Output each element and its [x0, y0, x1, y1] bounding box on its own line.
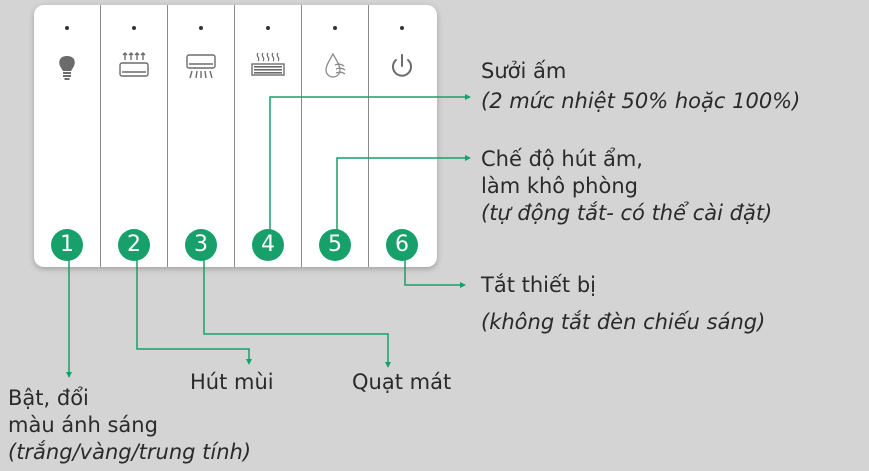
label-light-detail: (trắng/vàng/trung tính): [8, 440, 252, 464]
label-heating-title: Sưởi ấm: [481, 59, 567, 83]
arrowhead: [465, 155, 471, 161]
button-cool-fan[interactable]: 3: [168, 5, 235, 267]
heater-icon: [251, 52, 285, 76]
callout-line-2: [136, 255, 250, 359]
label-heating-detail: (2 mức nhiệt 50% hoặc 100%): [481, 89, 801, 113]
label-light-title: Bật, đổi: [8, 386, 89, 410]
arrowhead: [66, 372, 72, 378]
button-exhaust[interactable]: 2: [101, 5, 168, 267]
callout-line-6: [404, 255, 460, 286]
dehumidify-icon: [325, 52, 346, 78]
callout-line-4: [269, 96, 465, 232]
label-light: Bật, đổi màu ánh sáng (trắng/vàng/trung …: [8, 385, 251, 466]
arrowhead: [465, 94, 471, 100]
exhaust-fan-icon: [119, 52, 149, 77]
button-number-badge: 3: [185, 229, 217, 261]
indicator-dot: [65, 26, 69, 30]
label-off-title: Tắt thiết bị: [481, 273, 596, 297]
label-dry-subtitle: làm khô phòng: [481, 174, 638, 198]
label-fan: Quạt mát: [352, 370, 452, 394]
button-number-badge: 4: [252, 229, 284, 261]
callout-line-3: [203, 255, 389, 362]
label-dry-title: Chế độ hút ẩm,: [481, 147, 643, 171]
button-number-badge: 5: [319, 229, 351, 261]
light-bulb-icon: [59, 56, 75, 80]
indicator-dot: [199, 26, 203, 30]
control-panel: 1 2 3: [34, 5, 437, 267]
label-exhaust: Hút mùi: [190, 370, 274, 394]
button-heater[interactable]: 4: [235, 5, 302, 267]
indicator-dot: [132, 26, 136, 30]
button-light[interactable]: 1: [34, 5, 101, 267]
cooling-fan-icon: [186, 54, 216, 79]
button-number-badge: 2: [118, 229, 150, 261]
button-number-badge: 1: [51, 229, 83, 261]
power-icon: [392, 54, 412, 77]
label-dry-detail: (tự động tắt- có thể cài đặt): [481, 201, 773, 225]
indicator-dot: [400, 26, 404, 30]
label-heating: Sưởi ấm (2 mức nhiệt 50% hoặc 100%): [481, 58, 800, 115]
label-off: Tắt thiết bị (không tắt đèn chiếu sáng): [481, 272, 765, 336]
arrowhead: [246, 359, 252, 365]
arrowhead: [460, 282, 466, 288]
label-light-subtitle: màu ánh sáng: [8, 413, 158, 437]
button-dehumidify[interactable]: 5: [302, 5, 369, 267]
label-dry: Chế độ hút ẩm, làm khô phòng (tự động tắ…: [481, 146, 772, 227]
button-power[interactable]: 6: [369, 5, 435, 267]
label-off-detail: (không tắt đèn chiếu sáng): [481, 310, 766, 334]
callout-line-5: [336, 157, 465, 232]
button-number-badge: 6: [386, 229, 418, 261]
indicator-dot: [333, 26, 337, 30]
indicator-dot: [266, 26, 270, 30]
arrowhead: [385, 362, 391, 368]
